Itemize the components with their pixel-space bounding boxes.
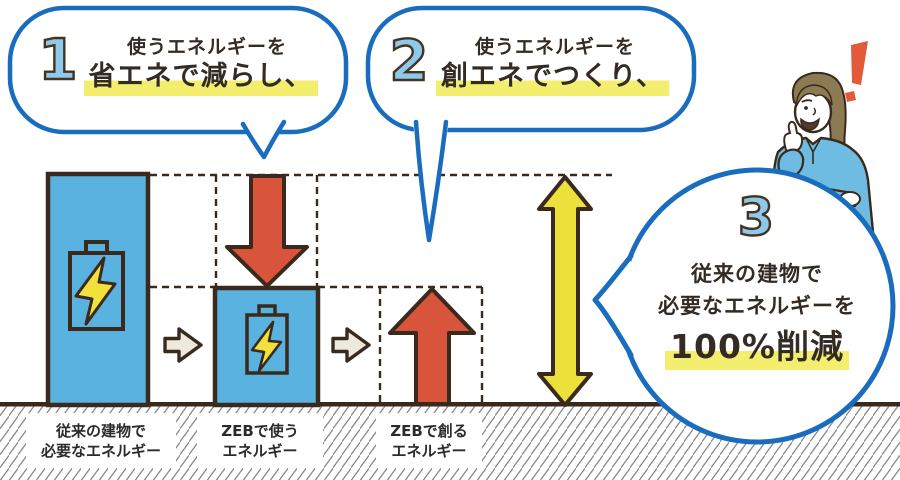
red-up-arrow-icon bbox=[388, 287, 476, 406]
bubble2-line1: 使うエネルギーを bbox=[474, 36, 635, 58]
bubble1-tail-icon bbox=[240, 119, 287, 160]
bubble1-number: 1 bbox=[37, 28, 78, 93]
bubble2-tail-icon bbox=[413, 119, 449, 243]
circle3-line3: 100%削減 bbox=[665, 327, 849, 370]
ground-label-box bbox=[26, 413, 176, 468]
ground-label-box bbox=[376, 413, 482, 468]
ground-label-line: ZEBで創る bbox=[390, 422, 468, 440]
circle3-line2: 必要なエネルギーを bbox=[658, 294, 856, 318]
battery-icon bbox=[68, 240, 125, 331]
ground-label-box bbox=[197, 413, 323, 468]
bubble2-tail-fill bbox=[412, 116, 450, 240]
ground-label-line: ZEBで使う bbox=[221, 422, 299, 440]
eye bbox=[804, 106, 808, 110]
hair-fringe bbox=[795, 84, 833, 108]
zeb-used-energy-bar bbox=[212, 285, 321, 408]
ground-label-line: エネルギー bbox=[222, 441, 298, 460]
eyebrow bbox=[801, 99, 813, 103]
ground-label-zeb-created: ZEBで創る エネルギー bbox=[376, 422, 482, 461]
ground-label-line: 必要なエネルギー bbox=[40, 441, 161, 460]
ground-label-zeb-used: ZEBで使う エネルギー bbox=[197, 422, 323, 461]
circle3-line1: 従来の建物で bbox=[691, 262, 823, 286]
lightning-bolt-icon bbox=[250, 320, 283, 373]
ground-label-line: エネルギー bbox=[391, 441, 467, 460]
bubble2-line2: 創エネでつくり、 bbox=[436, 61, 669, 96]
red-down-arrow-icon bbox=[225, 174, 309, 288]
collar bbox=[805, 137, 822, 164]
circle3-number: 3 bbox=[737, 188, 776, 248]
bubble1-tail-fill bbox=[242, 118, 285, 157]
conventional-energy-bar bbox=[45, 171, 151, 408]
circle3-tail-fill bbox=[596, 259, 644, 352]
circle3-callout bbox=[592, 167, 896, 445]
exclamation-mark-icon bbox=[851, 41, 868, 85]
created-energy-dashed-box bbox=[378, 285, 484, 404]
smiling-mouth bbox=[800, 117, 820, 131]
ground-label-conventional: 従来の建物で 必要なエネルギー bbox=[26, 422, 176, 461]
circle3-tail-icon bbox=[592, 253, 634, 358]
exclamation-dot-icon bbox=[845, 91, 856, 102]
next-step-arrow-icon bbox=[331, 327, 371, 363]
dashed-guide-lines bbox=[150, 173, 612, 404]
nose bbox=[812, 107, 816, 116]
bubble1-line2: 省エネで減らし、 bbox=[83, 61, 318, 96]
next-step-arrow-icon bbox=[163, 327, 203, 363]
yellow-double-arrow-icon bbox=[537, 175, 593, 407]
ground-label-line: 従来の建物で bbox=[55, 422, 146, 440]
battery-icon bbox=[245, 304, 289, 375]
lightning-bolt-icon bbox=[74, 256, 117, 326]
bubble1-line1: 使うエネルギーを bbox=[126, 36, 287, 58]
bubble2-number: 2 bbox=[388, 29, 429, 94]
